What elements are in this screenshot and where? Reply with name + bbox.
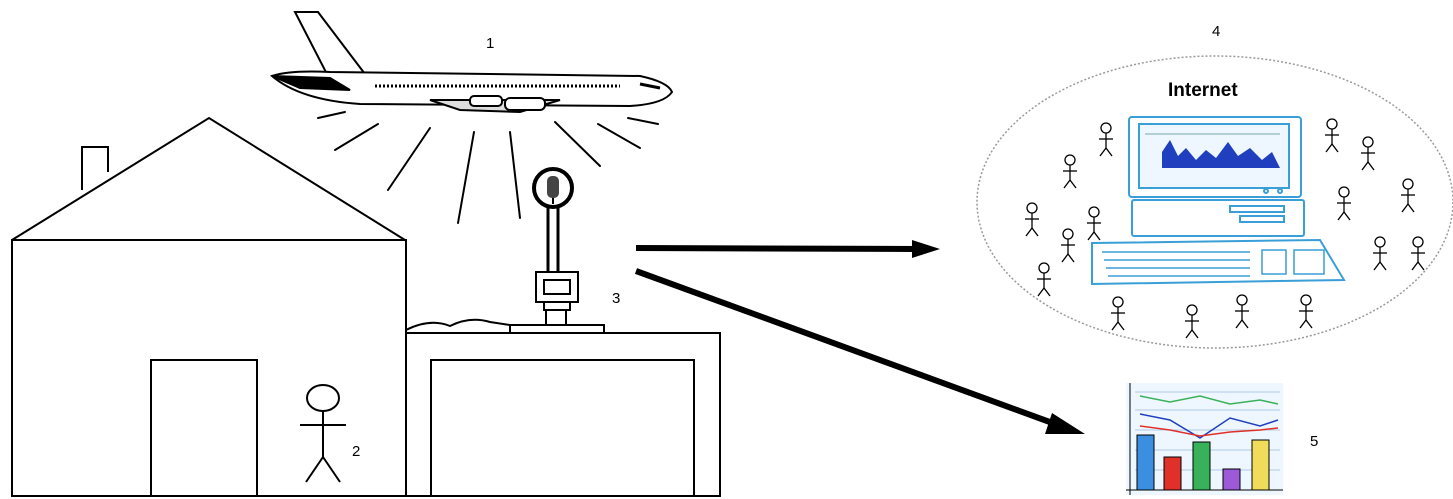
user-person-icon — [1411, 236, 1425, 271]
user-person-icon — [1111, 296, 1125, 331]
label-internet: 4 — [1212, 23, 1220, 40]
sound-rays — [317, 111, 659, 224]
chart-icon — [1126, 383, 1283, 495]
computer-icon — [1091, 116, 1346, 286]
airplane-icon — [270, 11, 674, 114]
label-station: 3 — [612, 290, 620, 307]
house-icon — [11, 116, 721, 497]
person-icon — [300, 384, 346, 483]
user-person-icon — [1373, 236, 1387, 271]
user-person-icon — [1337, 186, 1351, 221]
microphone-icon — [532, 167, 574, 209]
user-person-icon — [1235, 294, 1249, 329]
user-person-icon — [1325, 118, 1339, 153]
label-airplane: 1 — [486, 35, 494, 52]
internet-cloud: Internet — [976, 55, 1453, 349]
monitoring-station — [535, 204, 579, 326]
arrow-to-chart — [634, 268, 1085, 434]
label-person: 2 — [352, 443, 360, 460]
user-person-icon — [1063, 154, 1077, 189]
user-person-icon — [1401, 178, 1415, 213]
user-person-icon — [1037, 262, 1051, 297]
user-person-icon — [1361, 136, 1375, 171]
internet-users — [1025, 118, 1425, 339]
user-person-icon — [1087, 206, 1101, 241]
user-person-icon — [1061, 228, 1075, 263]
user-person-icon — [1299, 294, 1313, 329]
user-person-icon — [1185, 304, 1199, 339]
label-chart: 5 — [1310, 433, 1318, 450]
user-person-icon — [1025, 202, 1039, 237]
user-person-icon — [1099, 122, 1113, 157]
internet-title: Internet — [1168, 80, 1238, 101]
arrow-to-internet — [635, 240, 940, 258]
